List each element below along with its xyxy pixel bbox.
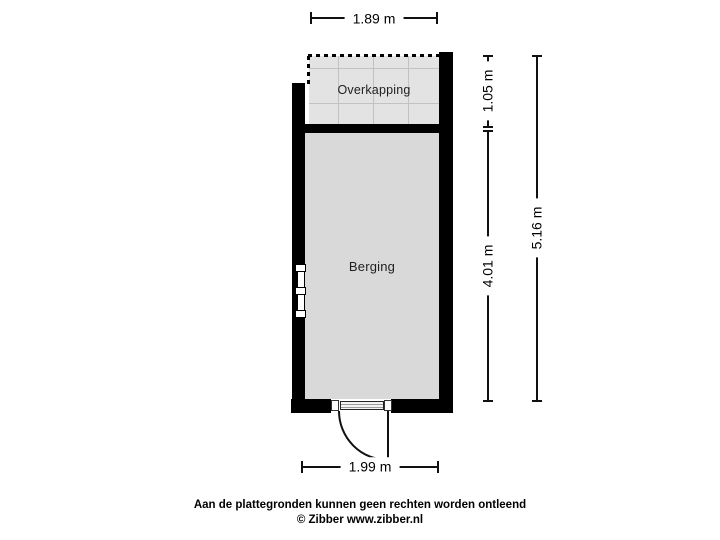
door-jamb-left [331,400,339,411]
overkapping-grid-line [373,56,374,124]
wall-bottom-left [291,399,331,413]
room-overkapping: Overkapping [309,56,439,124]
wall-middle [305,124,439,133]
window-mullion [295,264,306,272]
wall-bottom-right [391,399,453,413]
overkapping-grid-line [309,68,439,69]
room-berging: Berging [305,133,439,399]
dimension-right-total-cap-top [532,55,542,57]
overkapping-grid-line [338,56,339,124]
dimension-bottom-tick-left [301,461,303,473]
overkapping-grid-line [309,103,439,104]
dimension-right-total-label: 5.16 m [527,198,547,258]
room-overkapping-label: Overkapping [337,83,411,97]
dimension-bottom-label: 1.99 m [340,457,400,477]
dimension-right-lower-cap-top [483,130,493,132]
window-mullion [295,310,306,318]
dimension-right-upper-cap-top [483,55,493,57]
room-berging-label: Berging [348,258,396,274]
footer: Aan de plattegronden kunnen geen rechten… [0,498,720,528]
footer-disclaimer: Aan de plattegronden kunnen geen rechten… [193,499,527,511]
wall-left [292,83,305,413]
dimension-right-lower-label: 4.01 m [478,236,498,296]
footer-copyright: © Zibber www.zibber.nl [296,514,424,527]
door-jamb-right [384,400,392,411]
dimension-right-upper-label: 1.05 m [478,61,498,121]
overkapping-grid-line [408,56,409,124]
window-mullion [295,287,306,295]
dimension-right-total-cap-bottom [532,400,542,402]
overkapping-open-edge-left [307,56,310,84]
dimension-bottom-tick-right [437,461,439,473]
door-threshold [340,401,384,410]
dimension-top-tick-right [436,12,438,24]
dimension-right-lower-cap-bottom [483,400,493,402]
dimension-top-label: 1.89 m [344,9,404,29]
overkapping-open-edge-top [308,54,439,57]
wall-right [439,52,453,413]
dimension-right-upper-cap-bottom [483,126,493,128]
dimension-top-tick-left [310,12,312,24]
